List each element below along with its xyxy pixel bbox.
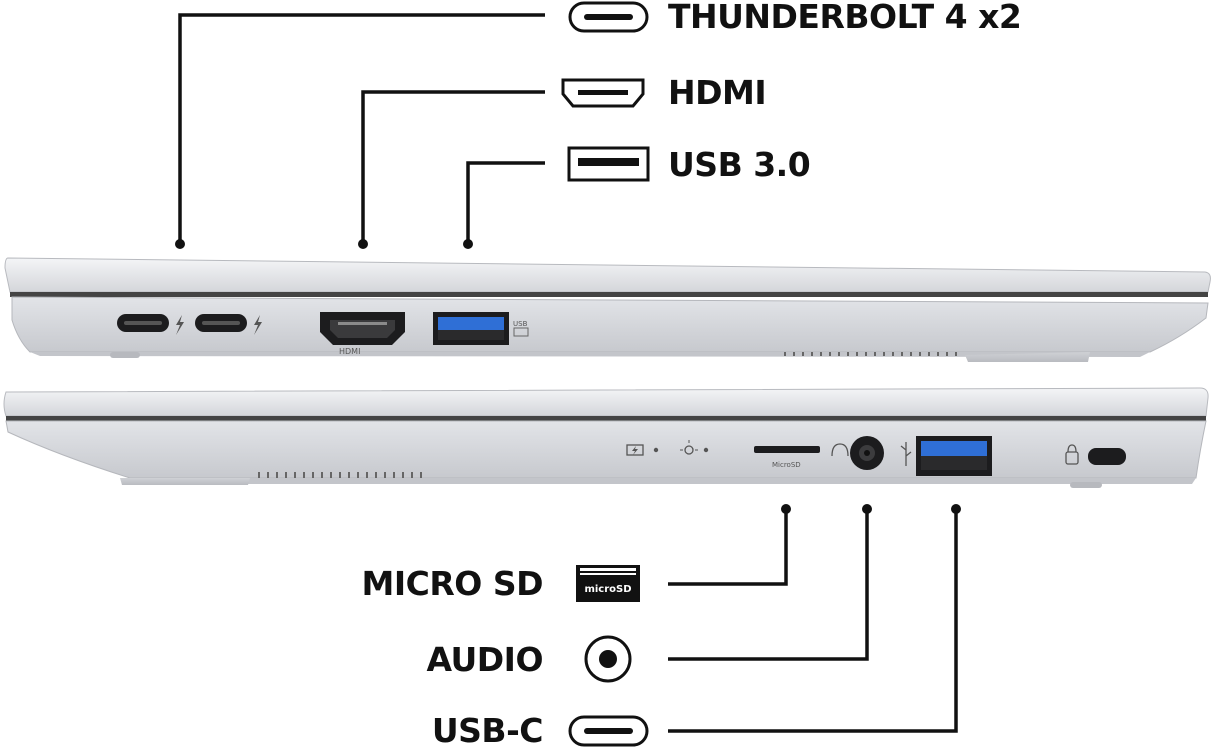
callout-label-thunderbolt: THUNDERBOLT 4 x2: [668, 0, 1022, 36]
usb-c-port-icon: [568, 715, 649, 747]
callout-label-audio: AUDIO: [426, 640, 543, 679]
headset-icon: [831, 443, 849, 457]
kensington-lock-icon: [1065, 444, 1079, 465]
hdmi-port-mark: HDMI: [339, 347, 360, 356]
hdmi-port-icon: [561, 78, 645, 108]
thunderbolt-bolt-icon: [254, 315, 262, 335]
hdmi-port: [320, 312, 405, 345]
callout-dot: [175, 239, 185, 249]
callout-dot: [951, 504, 961, 514]
usb-a-port-icon: [567, 146, 650, 182]
callout-label-micro-sd: MICRO SD: [361, 564, 544, 603]
usb-port-mark: USB: [513, 320, 528, 328]
vent-grille: [784, 352, 957, 356]
microsd-card-icon: microSD: [576, 565, 640, 602]
kensington-lock-slot: [1088, 448, 1126, 465]
usb-c-port-icon-inner: [584, 14, 633, 20]
laptop-left-side: HDMI USB: [4, 257, 1211, 362]
callout-dot: [463, 239, 473, 249]
audio-jack-icon: [584, 635, 632, 683]
vent-grille: [258, 472, 422, 478]
callout-label-hdmi: HDMI: [668, 73, 767, 112]
usb-c-port-icon: [568, 1, 649, 33]
usb-a-port: [433, 312, 509, 345]
callout-lines-top: [178, 13, 545, 244]
thunderbolt-port-2: [195, 314, 247, 332]
thunderbolt-port-1: [117, 314, 169, 332]
battery-charge-icon: [513, 327, 529, 337]
callout-dot: [358, 239, 368, 249]
battery-led-indicator: [626, 444, 659, 456]
microsd-card-badge: microSD: [584, 584, 631, 595]
callout-dot: [862, 504, 872, 514]
usb-a-port-right: [916, 436, 992, 476]
callout-label-usb-3: USB 3.0: [668, 145, 811, 184]
microsd-slot: [754, 446, 820, 453]
power-led-indicator: [680, 440, 709, 455]
microsd-port-mark: MicroSD: [772, 461, 801, 469]
callout-dot: [781, 504, 791, 514]
callout-label-usb-c: USB-C: [431, 711, 544, 750]
thunderbolt-bolt-icon: [176, 315, 184, 335]
laptop-right-side: MicroSD: [3, 387, 1209, 488]
audio-jack: [850, 436, 884, 470]
usb-symbol-icon: [900, 442, 912, 466]
callout-lines-bottom: [668, 509, 958, 733]
